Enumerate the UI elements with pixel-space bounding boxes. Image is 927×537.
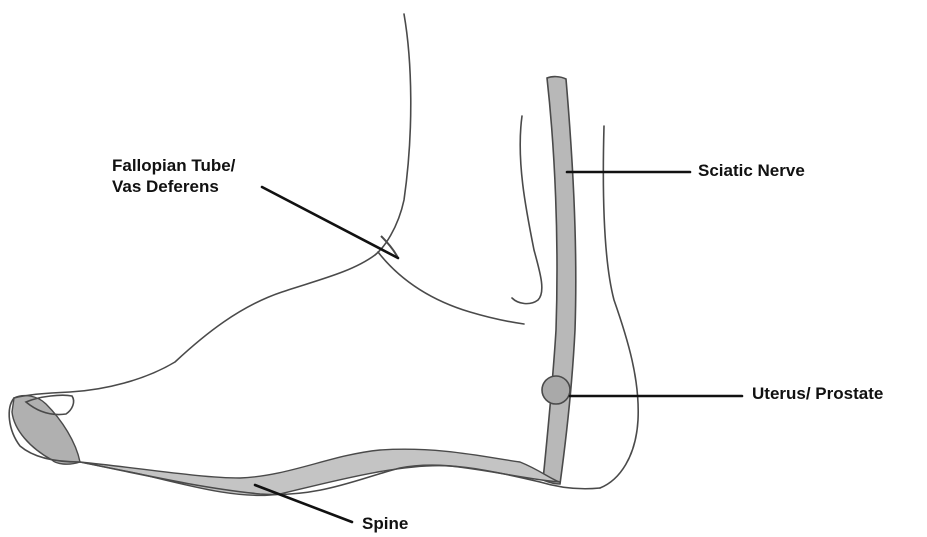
fallopian-tube-label: Fallopian Tube/ Vas Deferens [112, 155, 235, 197]
spine-leader-line [255, 485, 352, 522]
toe-tip-shade [12, 396, 80, 465]
uterus-prostate-label: Uterus/ Prostate [752, 383, 883, 404]
spine-band [80, 449, 560, 495]
foot-outline [9, 14, 638, 495]
fallopian-leader-line [262, 187, 398, 258]
sciatic-nerve-band [543, 77, 576, 484]
spine-label: Spine [362, 513, 408, 534]
uterus-prostate-area [542, 376, 570, 404]
sciatic-nerve-label: Sciatic Nerve [698, 160, 805, 181]
fallopian-label-line1: Fallopian Tube/ [112, 155, 235, 176]
fallopian-label-line2: Vas Deferens [112, 176, 235, 197]
